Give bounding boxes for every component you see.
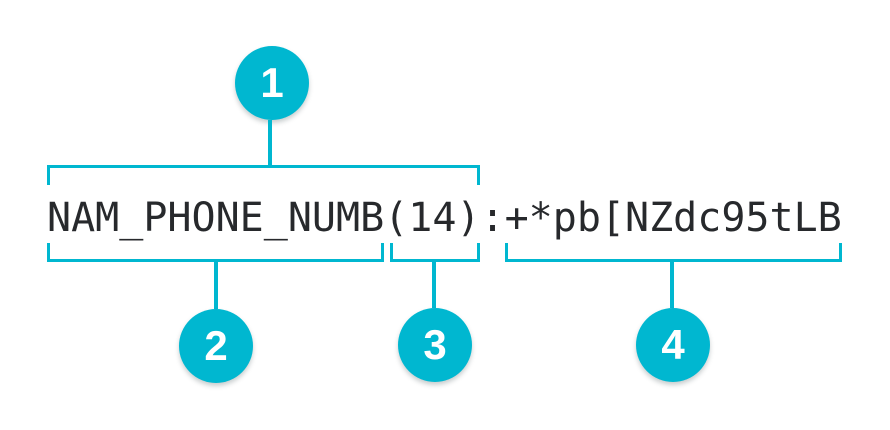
callout-1-badge: 1	[235, 46, 309, 120]
callout-1-connector-line	[268, 120, 272, 166]
callout-3-label: 3	[423, 321, 447, 368]
field-value-text: +*pb[NZdc95tLB	[504, 195, 842, 241]
field-length-text: (14)	[384, 195, 481, 241]
callout-4-connector-line	[670, 261, 674, 308]
field-name-text: NAM_PHONE_NUMB	[47, 195, 385, 241]
callout-3-connector-line	[432, 261, 436, 308]
bracket-field-name-and-length	[47, 165, 480, 185]
bracket-field-name	[47, 243, 384, 262]
bracket-field-value	[505, 243, 842, 262]
callout-4-badge: 4	[636, 308, 710, 382]
callout-2-badge: 2	[179, 309, 253, 383]
record-string: NAM_PHONE_NUMB(14):+*pb[NZdc95tLB	[47, 198, 842, 238]
separator-text: :	[480, 195, 505, 241]
callout-2-label: 2	[204, 322, 228, 369]
callout-3-badge: 3	[398, 308, 472, 382]
callout-2-connector-line	[214, 261, 218, 309]
callout-4-label: 4	[661, 321, 685, 368]
bracket-field-length	[390, 243, 480, 262]
callout-1-label: 1	[260, 59, 284, 106]
